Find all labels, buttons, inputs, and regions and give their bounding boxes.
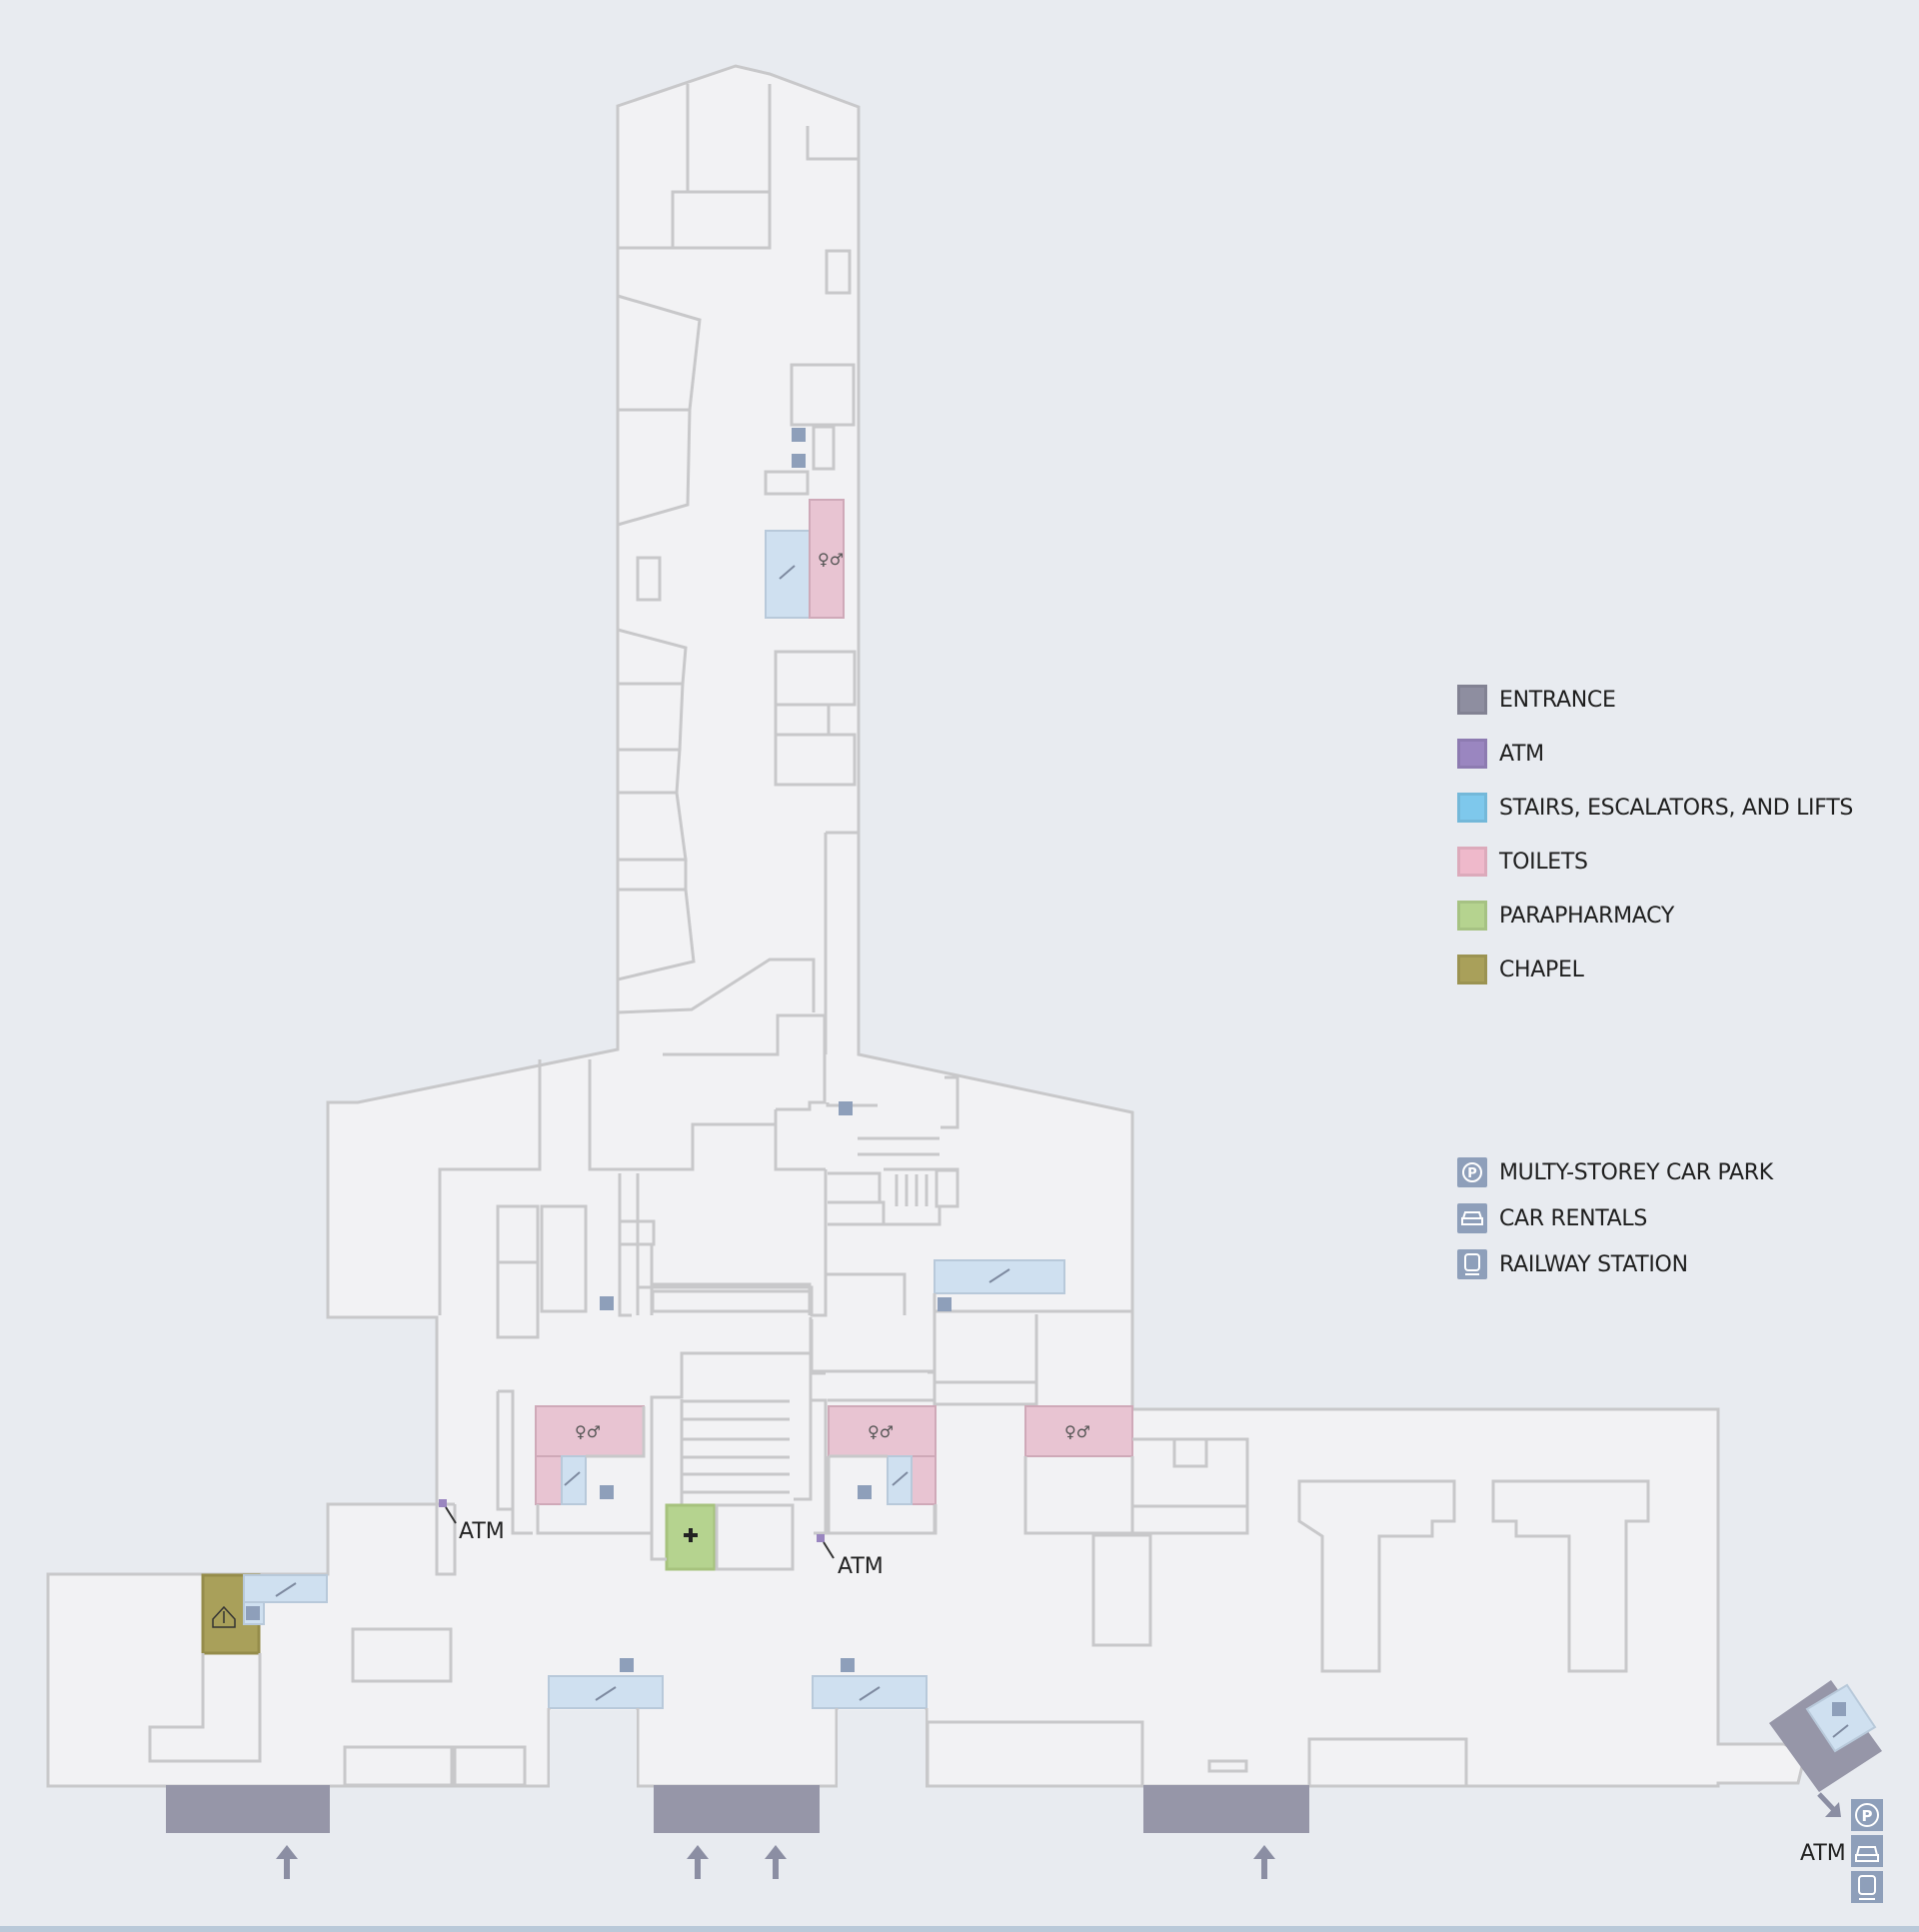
escalator-south-2 — [812, 1675, 928, 1709]
legend-label: CHAPEL — [1499, 957, 1584, 982]
arrow-up-icon — [765, 1845, 787, 1879]
legend-label: MULTY-STOREY CAR PARK — [1499, 1159, 1773, 1185]
legend-item-car-park: P MULTY-STOREY CAR PARK — [1457, 1156, 1773, 1188]
escalator-tower — [765, 530, 811, 619]
legend-label: CAR RENTALS — [1499, 1205, 1648, 1231]
arrow-up-icon — [276, 1845, 298, 1879]
legend-swatch — [1457, 793, 1487, 823]
atm-marker[interactable] — [817, 1534, 825, 1542]
atm-label: ATM — [459, 1519, 505, 1544]
toilet-east — [1024, 1405, 1133, 1457]
atm-marker[interactable] — [439, 1499, 447, 1507]
escalator-icon — [275, 565, 1849, 1738]
car-icon — [1457, 1203, 1487, 1233]
toilet-icon: ♀♂ ♀♂ ♀♂ ♀♂ — [575, 550, 1090, 1441]
svg-text:♀♂: ♀♂ — [1064, 1422, 1090, 1441]
svg-text:♀♂: ♀♂ — [868, 1422, 894, 1441]
legend-swatch — [1457, 739, 1487, 769]
arrow-down-right-icon — [1817, 1792, 1841, 1817]
legend-item-entrance: ENTRANCE — [1457, 682, 1853, 718]
escalator-south-1 — [548, 1675, 664, 1709]
escalator-west-lower — [561, 1455, 587, 1505]
legend-swatch — [1457, 847, 1487, 877]
legend-item-parapharmacy: PARAPHARMACY — [1457, 898, 1853, 934]
legend-swatch — [1457, 901, 1487, 931]
svg-text:P: P — [1862, 1807, 1873, 1825]
legend-label: STAIRS, ESCALATORS, AND LIFTS — [1499, 795, 1853, 821]
legend-item-atm: ATM — [1457, 736, 1853, 772]
arrow-up-icon — [1253, 1845, 1275, 1879]
legend-swatch — [1457, 955, 1487, 984]
pharmacy-cross-icon — [684, 1528, 698, 1542]
atm-label: ATM — [1800, 1841, 1846, 1866]
car-park-pavilion — [1769, 1680, 1882, 1792]
escalator-east-mid — [934, 1259, 1065, 1294]
legend-item-railway: RAILWAY STATION — [1457, 1248, 1773, 1280]
toilet-center — [828, 1405, 937, 1457]
lift-icon — [246, 428, 1846, 1716]
escalator-west-wing — [243, 1574, 328, 1603]
entrance-east[interactable] — [1143, 1785, 1309, 1833]
atm-label: ATM — [838, 1554, 884, 1579]
legend-item-toilets: TOILETS — [1457, 844, 1853, 880]
train-icon — [1457, 1249, 1487, 1279]
train-icon[interactable] — [1851, 1871, 1883, 1903]
legend-item-chapel: CHAPEL — [1457, 952, 1853, 987]
legend-label: ATM — [1499, 741, 1544, 767]
entrance-west[interactable] — [166, 1785, 330, 1833]
parking-icon: P — [1457, 1157, 1487, 1187]
chapel-icon — [212, 1605, 236, 1628]
escalator-center-lower — [887, 1455, 913, 1505]
toilet-west-lower — [535, 1455, 563, 1505]
legend-item-stairs: STAIRS, ESCALATORS, AND LIFTS — [1457, 790, 1853, 826]
toilet-center-lower — [911, 1455, 937, 1505]
svg-text:♀♂: ♀♂ — [818, 550, 844, 569]
toilet-west — [535, 1405, 645, 1457]
bottom-bar — [0, 1926, 1919, 1932]
legend-item-car-rentals: CAR RENTALS — [1457, 1202, 1773, 1234]
toilet-tower — [809, 499, 845, 619]
legend-label: ENTRANCE — [1499, 687, 1616, 713]
car-icon[interactable] — [1851, 1835, 1883, 1867]
map-legend: ENTRANCE ATM STAIRS, ESCALATORS, AND LIF… — [1457, 682, 1853, 1005]
svg-text:♀♂: ♀♂ — [575, 1422, 601, 1441]
legend-label: PARAPHARMACY — [1499, 903, 1674, 929]
legend-label: TOILETS — [1499, 849, 1588, 875]
legend-swatch — [1457, 685, 1487, 715]
arrow-up-icon — [687, 1845, 709, 1879]
services-legend: P MULTY-STOREY CAR PARK CAR RENTALS RAIL… — [1457, 1156, 1773, 1294]
svg-text:P: P — [1467, 1166, 1477, 1181]
legend-label: RAILWAY STATION — [1499, 1251, 1688, 1277]
entrance-center[interactable] — [654, 1785, 820, 1833]
parking-icon[interactable]: P — [1851, 1799, 1883, 1831]
